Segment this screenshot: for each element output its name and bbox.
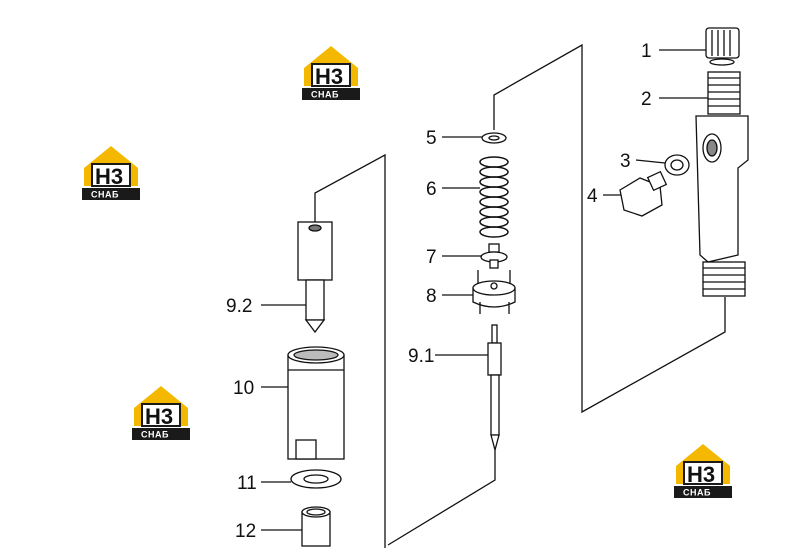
assembly-line-left <box>314 153 386 548</box>
part-9-1-needle <box>487 324 502 453</box>
part-8-plate <box>472 270 516 314</box>
watermark-logo: H3 СНАБ <box>300 42 362 102</box>
watermark-word: СНАБ <box>91 190 119 200</box>
watermark-mark: H3 <box>145 404 173 429</box>
callout-11: 11 <box>237 473 257 494</box>
part-4-bolt <box>619 170 668 217</box>
callout-2: 2 <box>641 89 652 110</box>
watermark-word: СНАБ <box>141 430 169 440</box>
callout-9-1: 9.1 <box>408 346 434 367</box>
part-5-washer <box>481 132 507 144</box>
watermark-word: СНАБ <box>311 90 339 100</box>
part-7-seat <box>480 243 508 269</box>
assembly-line-middle <box>387 450 496 546</box>
watermark-word: СНАБ <box>683 488 711 498</box>
part-9-2-nozzle <box>297 221 333 334</box>
callout-8: 8 <box>426 286 437 307</box>
callout-6: 6 <box>426 179 437 200</box>
callout-7: 7 <box>426 247 437 268</box>
callout-5: 5 <box>426 128 437 149</box>
watermark-mark: H3 <box>687 462 715 487</box>
part-3-washer <box>664 154 690 176</box>
watermark-mark: H3 <box>95 164 123 189</box>
watermark-mark: H3 <box>315 64 343 89</box>
callout-1: 1 <box>641 41 652 62</box>
callout-9-2: 9.2 <box>226 296 252 317</box>
part-2-body <box>695 71 749 297</box>
watermark-logo: H3 СНАБ <box>672 440 734 500</box>
part-10-nut <box>287 346 345 460</box>
callout-10: 10 <box>233 378 254 399</box>
watermark-logo: H3 СНАБ <box>80 142 142 202</box>
part-1-cap <box>705 27 740 66</box>
part-12-sleeve <box>301 506 331 547</box>
watermark-logo: H3 СНАБ <box>130 382 192 442</box>
leader-lines <box>261 49 708 531</box>
assembly-line-top <box>493 43 726 414</box>
part-6-spring <box>479 156 509 238</box>
callout-3: 3 <box>620 151 631 172</box>
part-11-washer <box>290 469 342 489</box>
callout-4: 4 <box>587 186 598 207</box>
callout-12: 12 <box>235 521 256 542</box>
